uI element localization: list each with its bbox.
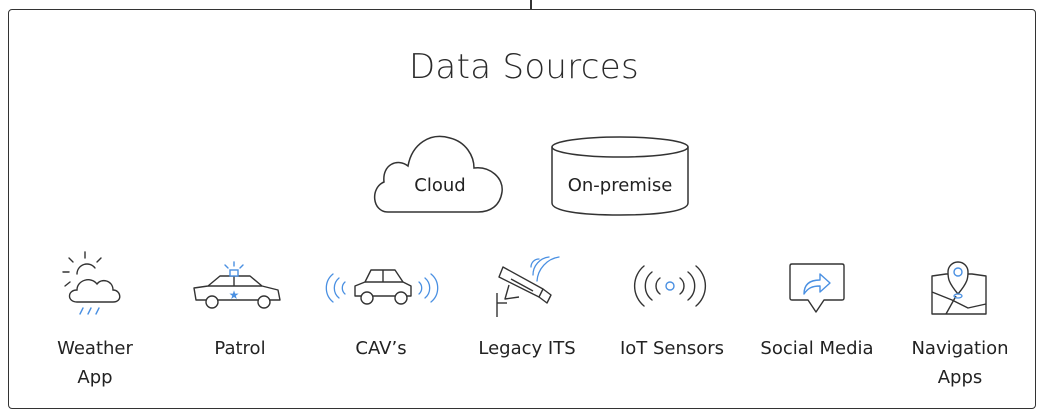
svg-text:★: ★ — [229, 288, 240, 302]
cloud-label: Cloud — [414, 175, 466, 196]
source-label-weather: Weather App — [30, 334, 160, 392]
connected-car-icon — [325, 269, 439, 305]
source-label-iot-sensors: IoT Sensors — [607, 334, 737, 363]
top-connector-line — [530, 0, 532, 10]
source-label-navigation-apps: Navigation Apps — [895, 334, 1025, 392]
weather-cloud-sun-rain-icon — [62, 251, 121, 315]
traffic-camera-icon — [496, 256, 560, 317]
source-label-social-media: Social Media — [752, 334, 882, 363]
source-label-line: CAV’s — [355, 338, 407, 359]
panel-title: Data Sources — [408, 47, 640, 87]
source-label-line: App — [77, 367, 113, 388]
source-label-patrol: Patrol — [175, 334, 305, 363]
source-label-line: Social Media — [760, 338, 874, 359]
onpremise-label: On-premise — [567, 175, 673, 196]
cloud-shape — [374, 135, 503, 213]
source-label-legacy-its: Legacy ITS — [462, 334, 592, 363]
database-cylinder-shape — [551, 136, 689, 216]
source-label-line: Apps — [937, 367, 983, 388]
source-label-line: Weather — [57, 338, 133, 359]
source-label-line: Legacy ITS — [478, 338, 576, 359]
share-bubble-icon — [789, 263, 845, 313]
data-sources-panel — [8, 9, 1036, 409]
source-label-line: IoT Sensors — [619, 338, 725, 359]
source-label-line: Patrol — [214, 338, 266, 359]
source-label-line: Navigation — [911, 338, 1009, 359]
iot-signal-icon — [633, 265, 707, 307]
patrol-car-icon: ★ — [193, 261, 281, 309]
source-label-cav: CAV’s — [316, 334, 446, 363]
map-pin-icon — [931, 261, 987, 315]
